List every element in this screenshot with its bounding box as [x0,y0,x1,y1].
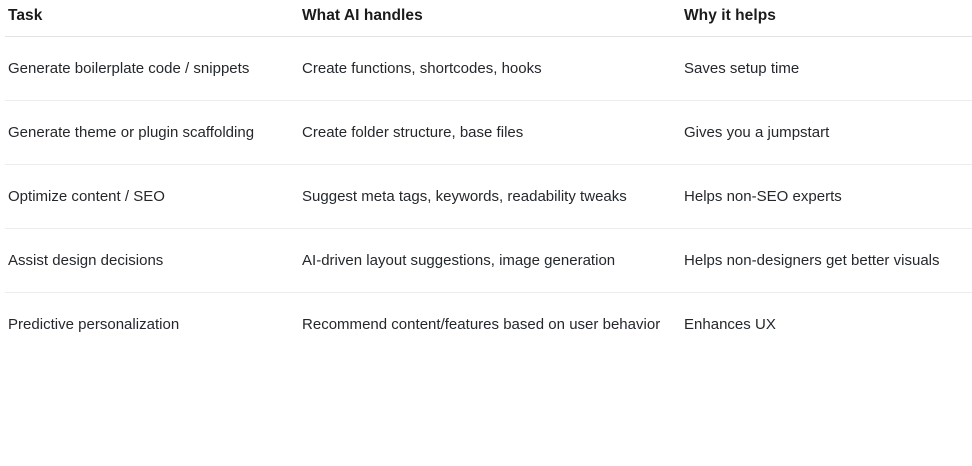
column-header-what-ai-handles: What AI handles [302,0,684,37]
column-header-task: Task [5,0,302,37]
table-row: Generate boilerplate code / snippets Cre… [5,36,972,101]
cell-task: Optimize content / SEO [5,164,302,229]
table-row: Assist design decisions AI-driven layout… [5,228,972,293]
cell-why-it-helps: Gives you a jumpstart [684,100,972,165]
cell-why-it-helps: Saves setup time [684,36,972,101]
table-row: Generate theme or plugin scaffolding Cre… [5,100,972,165]
table-header-row: Task What AI handles Why it helps [5,0,972,37]
table-header: Task What AI handles Why it helps [5,0,972,37]
cell-why-it-helps: Helps non-designers get better visuals [684,228,972,293]
cell-why-it-helps: Enhances UX [684,316,776,333]
table-row: Predictive personalization Recommend con… [5,293,972,357]
cell-what-ai-handles: Suggest meta tags, keywords, readability… [302,164,684,229]
table-row: Optimize content / SEO Suggest meta tags… [5,164,972,229]
table-body: Generate boilerplate code / snippets Cre… [5,36,972,357]
cell-task: Assist design decisions [5,228,302,293]
cell-what-ai-handles: AI-driven layout suggestions, image gene… [302,228,684,293]
cell-what-ai-handles: Create functions, shortcodes, hooks [302,36,684,101]
cell-why-it-helps: Helps non-SEO experts [684,164,972,229]
ai-capabilities-table: Task What AI handles Why it helps Genera… [5,0,972,356]
cell-task: Generate theme or plugin scaffolding [5,100,302,165]
cell-what-ai-handles: Create folder structure, base files [302,100,684,165]
cell-task: Generate boilerplate code / snippets [5,36,302,101]
cell-what-ai-handles: Recommend content/features based on user… [302,316,661,333]
cell-task: Predictive personalization [8,316,180,333]
column-header-why-it-helps: Why it helps [684,0,972,37]
